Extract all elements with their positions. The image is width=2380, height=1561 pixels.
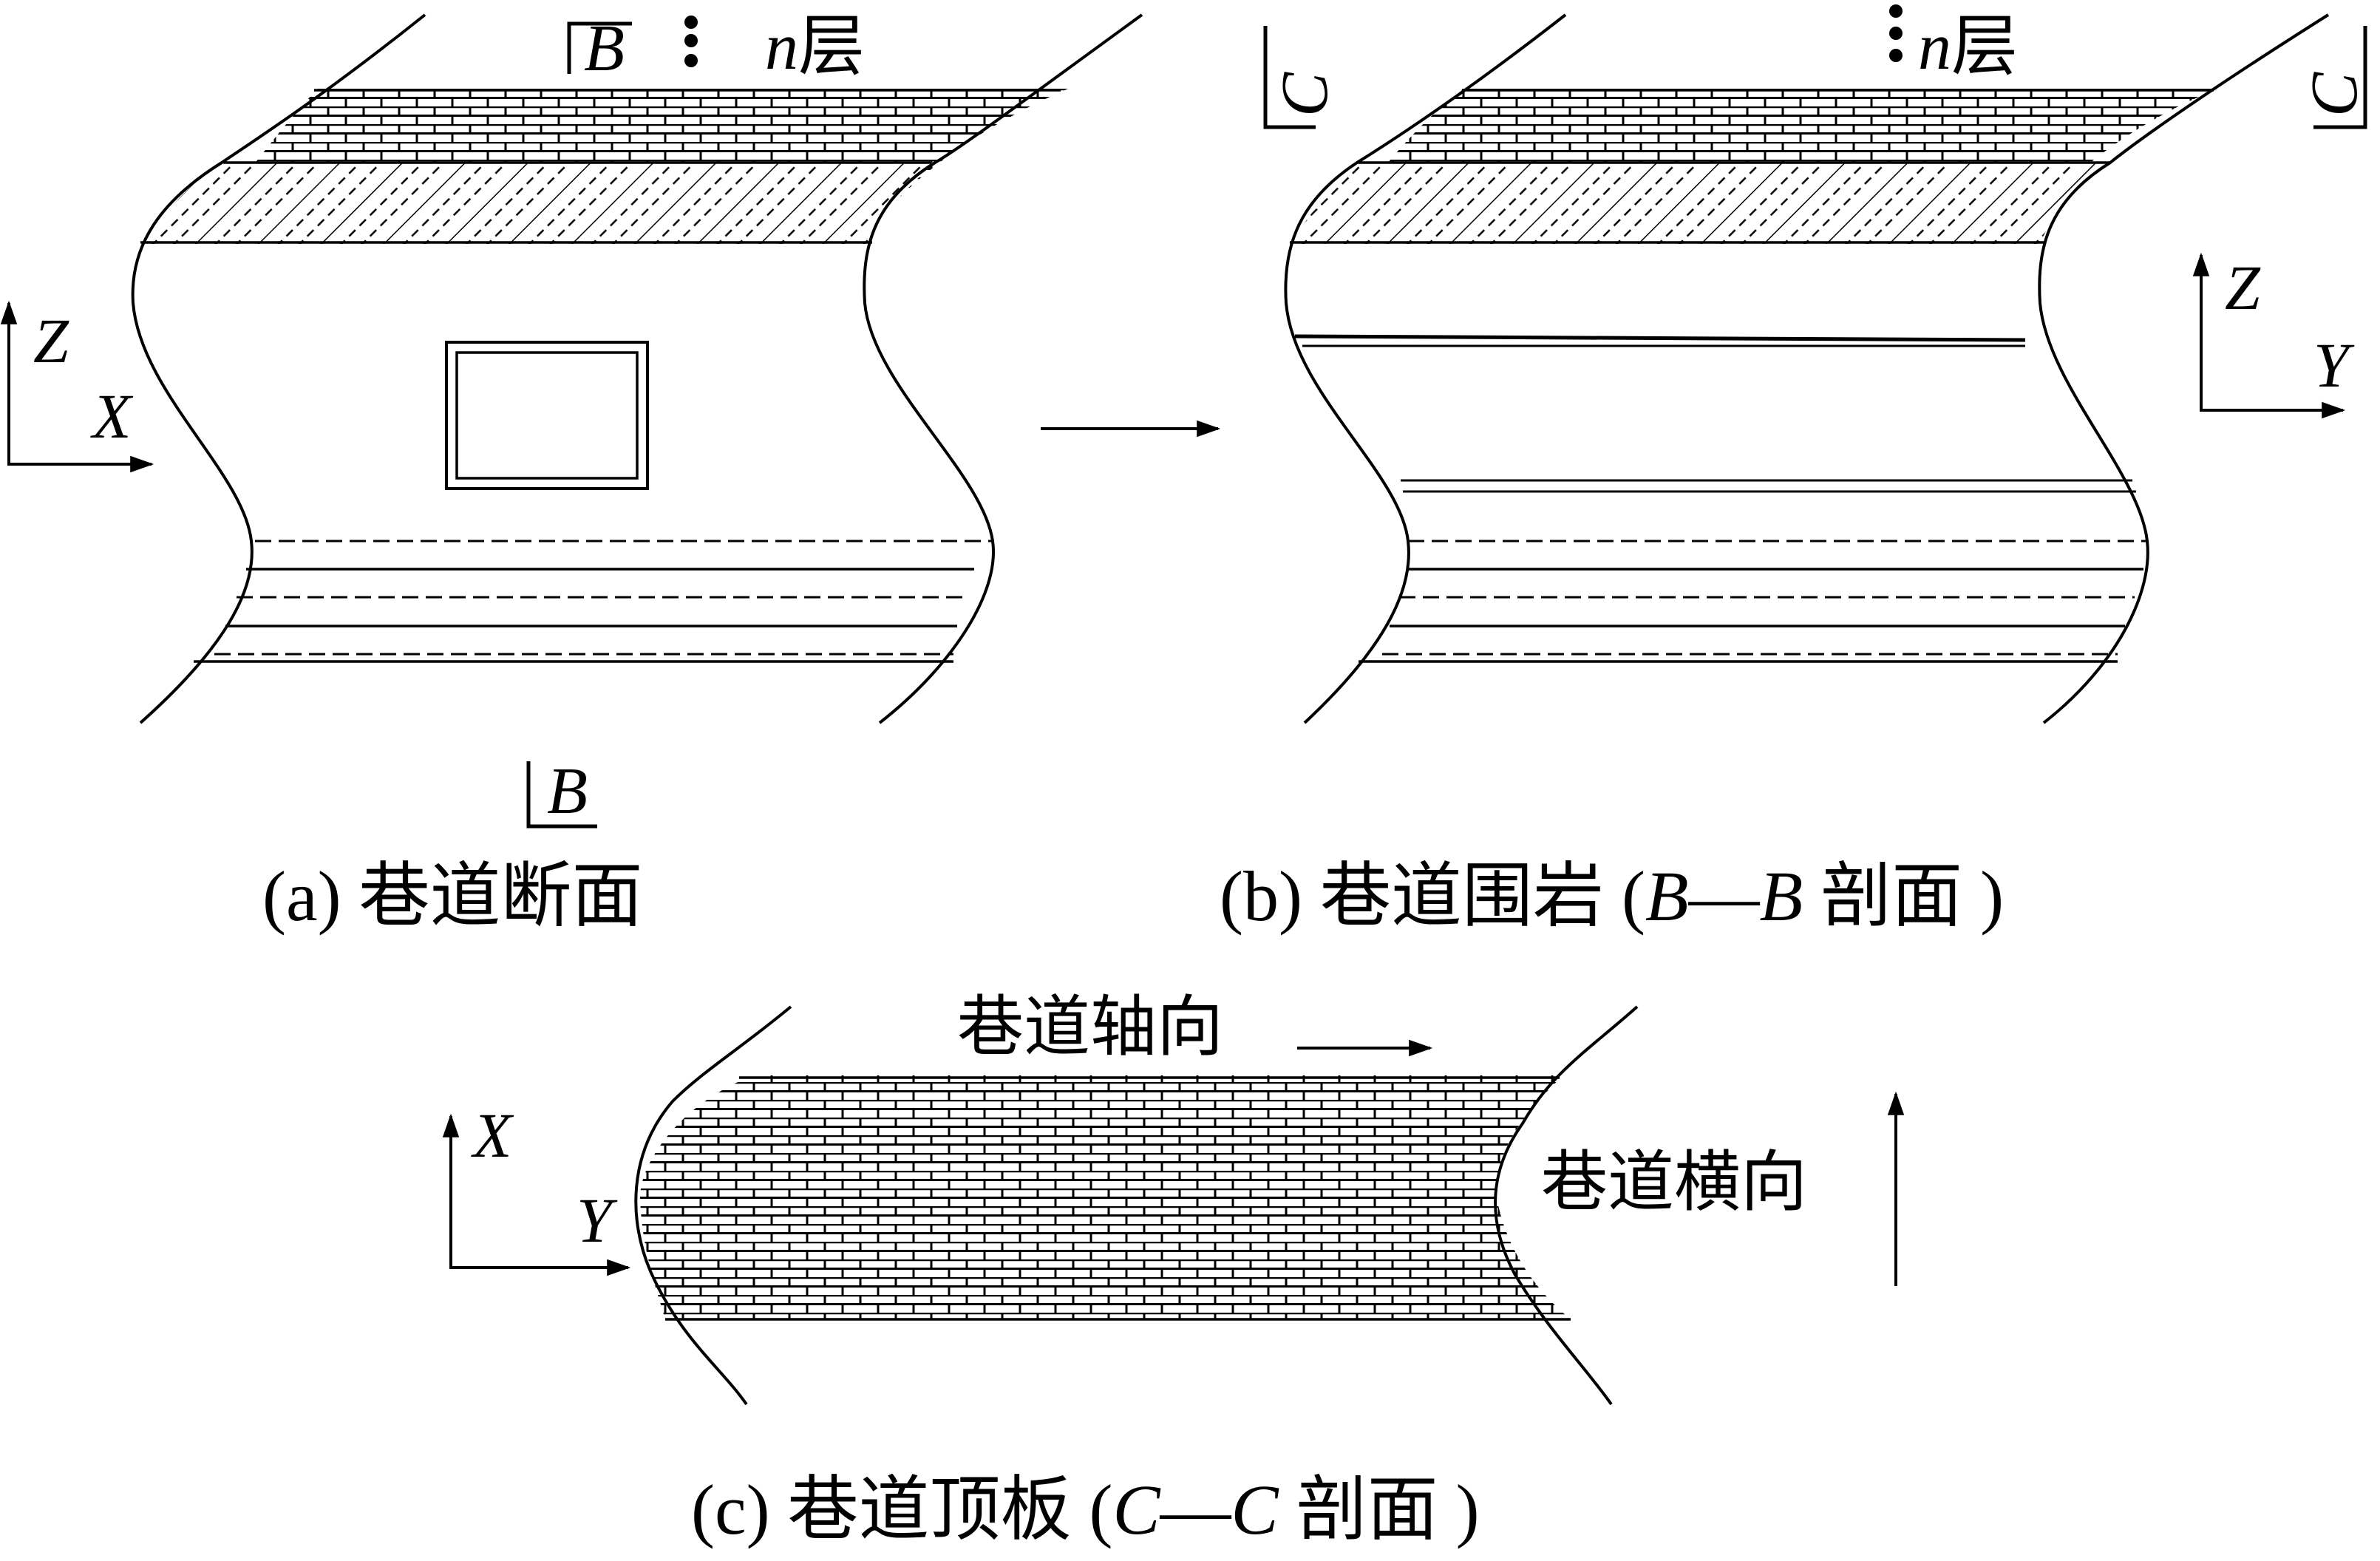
panel-b: C C n层 Z Y (b) 巷道围岩 (B—B 剖面 ) — [1220, 4, 2371, 936]
axis-label-z-b: Z — [2225, 252, 2261, 323]
section-marker-c-right — [2313, 26, 2367, 129]
axial-direction-label: 巷道轴向 — [957, 991, 1223, 1064]
layer-label-b: n层 — [1918, 10, 2018, 84]
section-marker-b-top — [567, 21, 632, 74]
section-label-b-top: B — [584, 12, 625, 85]
axis-label-x-c: X — [471, 1100, 514, 1171]
tunnel-section-inner — [455, 351, 639, 480]
right-boundary-a — [863, 13, 1143, 724]
section-marker-c-left — [1263, 26, 1316, 129]
caption-b: (b) 巷道围岩 (B—B 剖面 ) — [1220, 857, 2004, 936]
right-boundary-b — [2038, 13, 2330, 724]
left-boundary-c — [634, 1005, 792, 1406]
section-label-c-right: C — [2298, 72, 2371, 117]
section-marker-b-bottom — [526, 761, 597, 829]
brick-roof-c — [640, 1075, 1571, 1319]
caption-c: (c) 巷道顶板 (C—C 剖面 ) — [691, 1470, 1480, 1549]
right-boundary-c — [1494, 1005, 1639, 1406]
axis-label-x-a: X — [90, 381, 134, 452]
axis-label-y-b: Y — [2313, 330, 2355, 401]
layer-label-a: n层 — [765, 10, 865, 84]
hatched-layer-b — [1290, 163, 2110, 244]
section-label-c-left: C — [1268, 72, 1342, 117]
section-label-b-bottom: B — [547, 755, 588, 828]
axis-label-z-a: Z — [33, 305, 69, 376]
panel-a: B n层 B Z X (a) 巷道断面 — [0, 10, 1143, 936]
tunnel-section-outer — [445, 341, 649, 490]
axis-label-y-c: Y — [577, 1185, 618, 1256]
left-boundary-a — [131, 13, 426, 724]
left-boundary-b — [1284, 13, 1567, 724]
panel-c: 巷道轴向 巷道横向 X Y (c) 巷道顶板 (C—C 剖面 ) — [442, 991, 1905, 1549]
transverse-direction-label: 巷道横向 — [1541, 1146, 1807, 1220]
hatched-layer-a — [140, 163, 935, 244]
caption-a: (a) 巷道断面 — [262, 857, 643, 936]
